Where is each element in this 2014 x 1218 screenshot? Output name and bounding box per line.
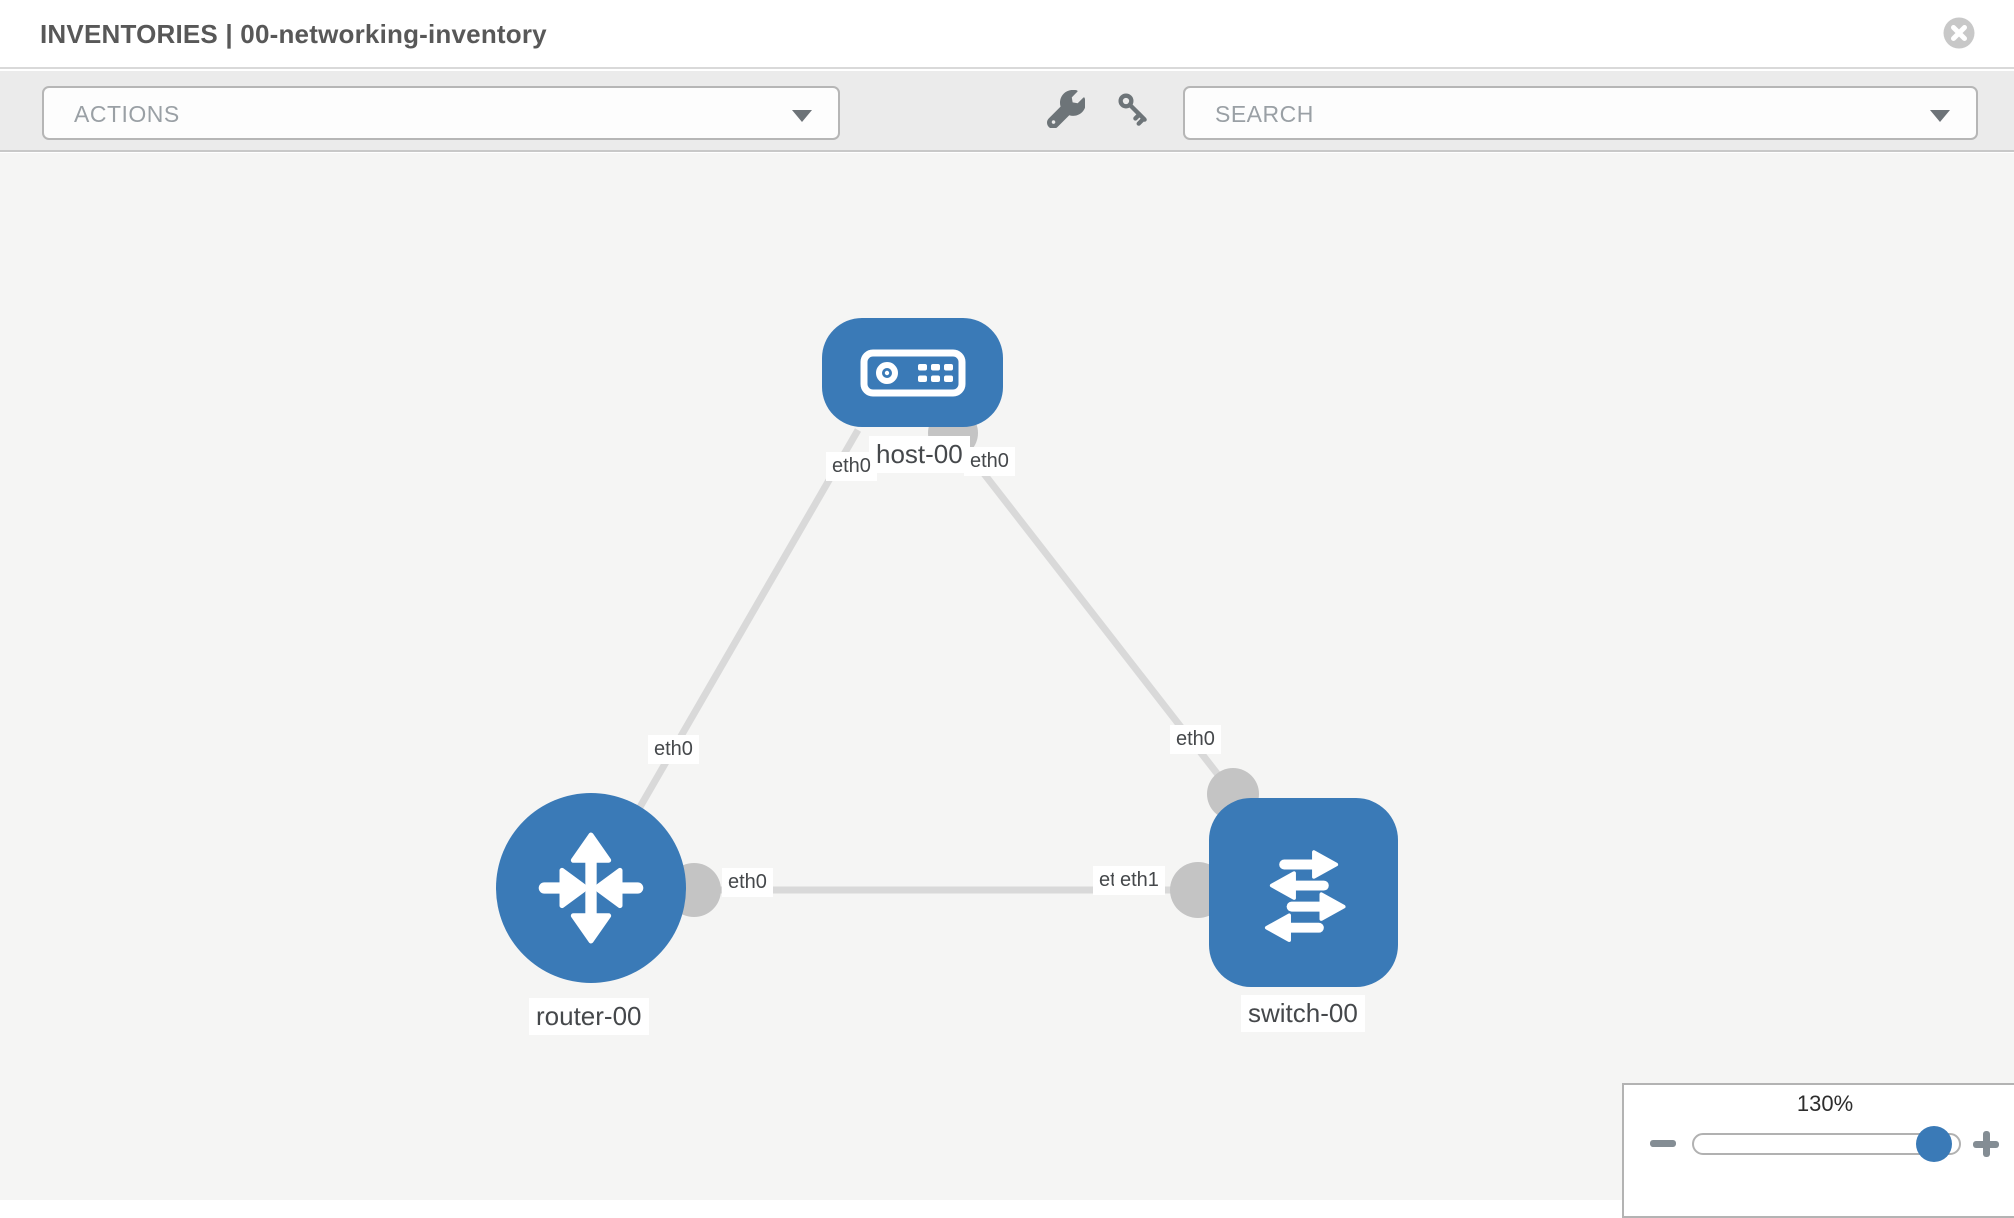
node-label-switch-00: switch-00 — [1241, 995, 1365, 1032]
close-icon — [1943, 17, 1975, 49]
credentials-button[interactable] — [1108, 84, 1160, 136]
actions-dropdown[interactable]: ACTIONS — [42, 86, 840, 140]
node-label-router-00: router-00 — [529, 998, 649, 1035]
router-arrows-icon — [528, 825, 654, 951]
zoom-slider-track[interactable] — [1692, 1133, 1961, 1155]
search-dropdown[interactable]: SEARCH — [1183, 86, 1978, 140]
interface-label: eth0 — [648, 735, 699, 764]
interface-label: eth0 — [1170, 725, 1221, 754]
topology-edge-layer — [0, 153, 2014, 1200]
zoom-slider-thumb[interactable] — [1916, 1126, 1952, 1162]
node-switch-00[interactable] — [1209, 798, 1398, 987]
node-host-00[interactable] — [822, 318, 1003, 427]
zoom-out-button[interactable] — [1650, 1140, 1676, 1147]
configure-button[interactable] — [1040, 84, 1092, 136]
node-router-00[interactable] — [496, 793, 686, 983]
zoom-panel: 130% — [1622, 1083, 2014, 1218]
toolbar: ACTIONS SEARCH — [0, 71, 2014, 152]
topology-canvas[interactable]: host-00 router-00 switch-00 eth0 eth0 et… — [0, 153, 2014, 1200]
search-dropdown-label: SEARCH — [1215, 101, 1314, 128]
chevron-down-icon — [792, 110, 812, 122]
key-icon — [1114, 89, 1154, 129]
switch-arrows-icon — [1242, 831, 1366, 955]
interface-label: eth1 — [1114, 866, 1165, 895]
interface-label: eth0 — [826, 452, 877, 481]
interface-label: eth0 — [964, 447, 1015, 476]
actions-dropdown-label: ACTIONS — [74, 101, 180, 128]
node-label-host-00: host-00 — [869, 436, 970, 473]
page-title: INVENTORIES | 00-networking-inventory — [40, 19, 547, 50]
zoom-in-button[interactable] — [1973, 1131, 1999, 1157]
chevron-down-icon — [1930, 110, 1950, 122]
header: INVENTORIES | 00-networking-inventory — [0, 0, 2014, 69]
close-button[interactable] — [1943, 17, 1975, 49]
interface-label: eth0 — [722, 868, 773, 897]
server-icon — [858, 343, 968, 403]
zoom-level-readout: 130% — [1684, 1091, 1966, 1117]
wrench-icon — [1047, 90, 1085, 128]
